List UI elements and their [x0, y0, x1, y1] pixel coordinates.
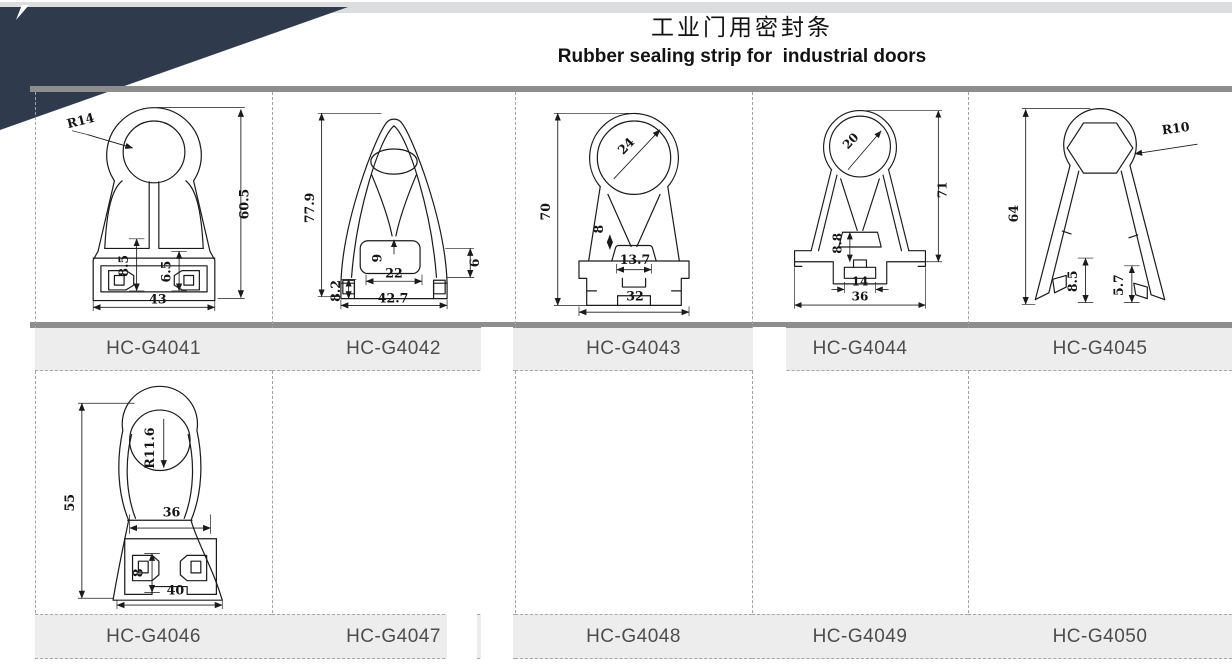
drawing-hc-g4043: 24 70 8 13.7 32 — [538, 112, 690, 316]
product-code: HC-G4042 — [346, 338, 441, 359]
dim-label: 8.5 — [115, 255, 130, 277]
product-code-cell: HC-G4050 — [968, 614, 1232, 659]
drawing-cell: 55 R11.6 36 8 40 — [35, 372, 272, 614]
dim-label: 8.8 — [831, 233, 845, 254]
dimension-annotations: 64 R10 8.5 5.7 — [1006, 108, 1198, 305]
drawing-hc-g4045: 64 R10 8.5 5.7 — [1006, 107, 1198, 305]
product-code-cell: HC-G4041 — [35, 328, 272, 371]
dim-label: 6 — [466, 258, 481, 267]
table-top-border — [30, 86, 1232, 92]
dimension-annotations: R14 60.5 8.5 6.5 43 — [65, 107, 251, 312]
product-code: HC-G4045 — [1052, 338, 1148, 359]
dim-label: 24 — [614, 134, 637, 157]
drawing-hc-g4044: 20 71 8.8 14 36 — [793, 110, 950, 309]
profile-outline — [1034, 107, 1166, 301]
label-row1-top-border — [30, 322, 1232, 328]
drawing-hc-g4041: R14 60.5 8.5 6.5 43 — [65, 107, 251, 312]
dim-label: 20 — [840, 130, 862, 152]
drawing-cell: R14 60.5 8.5 6.5 43 — [35, 94, 272, 322]
drawing-cell: 77.9 9 22 8.2 42.7 6 — [272, 94, 515, 322]
scan-artifact-band — [447, 613, 477, 672]
scan-artifact-band — [753, 327, 786, 371]
drawing-hc-g4042: 77.9 9 22 8.2 42.7 6 — [301, 112, 481, 310]
drawing-cell: 20 71 8.8 14 36 — [752, 94, 968, 322]
dim-label: 60.5 — [236, 189, 251, 220]
profile-outline — [793, 110, 927, 285]
dim-label: 5.7 — [1111, 274, 1126, 296]
dim-label: 70 — [538, 203, 553, 221]
dim-label: 8.2 — [327, 280, 342, 302]
dim-label: 9 — [369, 254, 384, 263]
dim-label: R14 — [65, 110, 96, 131]
product-code: HC-G4050 — [1052, 625, 1148, 647]
product-code-cell: HC-G4043 — [515, 328, 752, 371]
product-code: HC-G4046 — [106, 625, 201, 647]
product-code: HC-G4048 — [586, 625, 681, 647]
profile-outline — [92, 107, 215, 302]
product-code-cell: HC-G4044 — [752, 328, 968, 371]
dim-label: 36 — [852, 289, 869, 303]
dim-label: 32 — [626, 289, 643, 304]
product-code-cell: HC-G4042 — [272, 328, 515, 371]
dim-label: 71 — [936, 182, 950, 199]
column-divider — [515, 92, 516, 658]
column-divider — [752, 92, 753, 658]
product-code: HC-G4043 — [586, 338, 681, 359]
dim-label: 8.5 — [1065, 270, 1080, 292]
column-divider — [35, 92, 36, 658]
dim-label: R10 — [1161, 119, 1191, 138]
top-gray-strip — [0, 2, 1232, 13]
scan-artifact-band — [481, 327, 513, 672]
dimension-annotations: 24 70 8 13.7 32 — [538, 112, 689, 316]
svg-defs — [0, 0, 1, 1]
dim-label: 36 — [162, 504, 180, 519]
profile-outline — [339, 118, 448, 300]
dim-label: 55 — [62, 494, 77, 512]
product-code: HC-G4047 — [346, 625, 441, 647]
dim-label: 8 — [130, 568, 145, 577]
product-code-cell: HC-G4046 — [35, 614, 272, 659]
product-code-cell: HC-G4048 — [515, 614, 752, 659]
column-divider — [968, 92, 969, 658]
product-code-cell: HC-G4047 — [272, 614, 515, 659]
product-code: HC-G4049 — [812, 625, 908, 647]
dim-label: 13.7 — [619, 252, 650, 267]
dimension-annotations: 20 71 8.8 14 36 — [794, 110, 950, 309]
dimension-annotations: 77.9 9 22 8.2 42.7 6 — [301, 112, 481, 310]
dim-label: 42.7 — [377, 290, 408, 305]
dim-label: 22 — [385, 265, 402, 280]
column-divider — [272, 92, 273, 658]
dimension-annotations: 55 R11.6 36 8 40 — [62, 402, 223, 609]
drawing-cell: 64 R10 8.5 5.7 — [968, 94, 1232, 322]
dim-label: R11.6 — [142, 427, 157, 469]
dim-label: 14 — [852, 275, 869, 289]
dim-label: 43 — [149, 291, 166, 306]
drawing-cell: 24 70 8 13.7 32 — [515, 94, 752, 322]
product-code: HC-G4041 — [106, 338, 201, 359]
page-title-english: Rubber sealing strip for industrial door… — [557, 46, 927, 67]
drawing-hc-g4046: 55 R11.6 36 8 40 — [62, 385, 223, 609]
dim-label: 6.5 — [158, 261, 173, 283]
dim-label: 77.9 — [301, 193, 316, 224]
dim-label: 40 — [166, 582, 184, 597]
product-code-cell: HC-G4045 — [968, 328, 1232, 371]
profile-outline — [111, 385, 223, 601]
page-header: 工业门用密封条 Rubber sealing strip for industr… — [442, 12, 1042, 70]
page-title-chinese: 工业门用密封条 — [651, 15, 833, 41]
dim-label: 8 — [591, 224, 606, 233]
dim-label: 64 — [1006, 205, 1021, 223]
product-code: HC-G4044 — [812, 338, 908, 359]
profile-outline — [577, 112, 690, 306]
product-code-cell: HC-G4049 — [752, 614, 968, 659]
